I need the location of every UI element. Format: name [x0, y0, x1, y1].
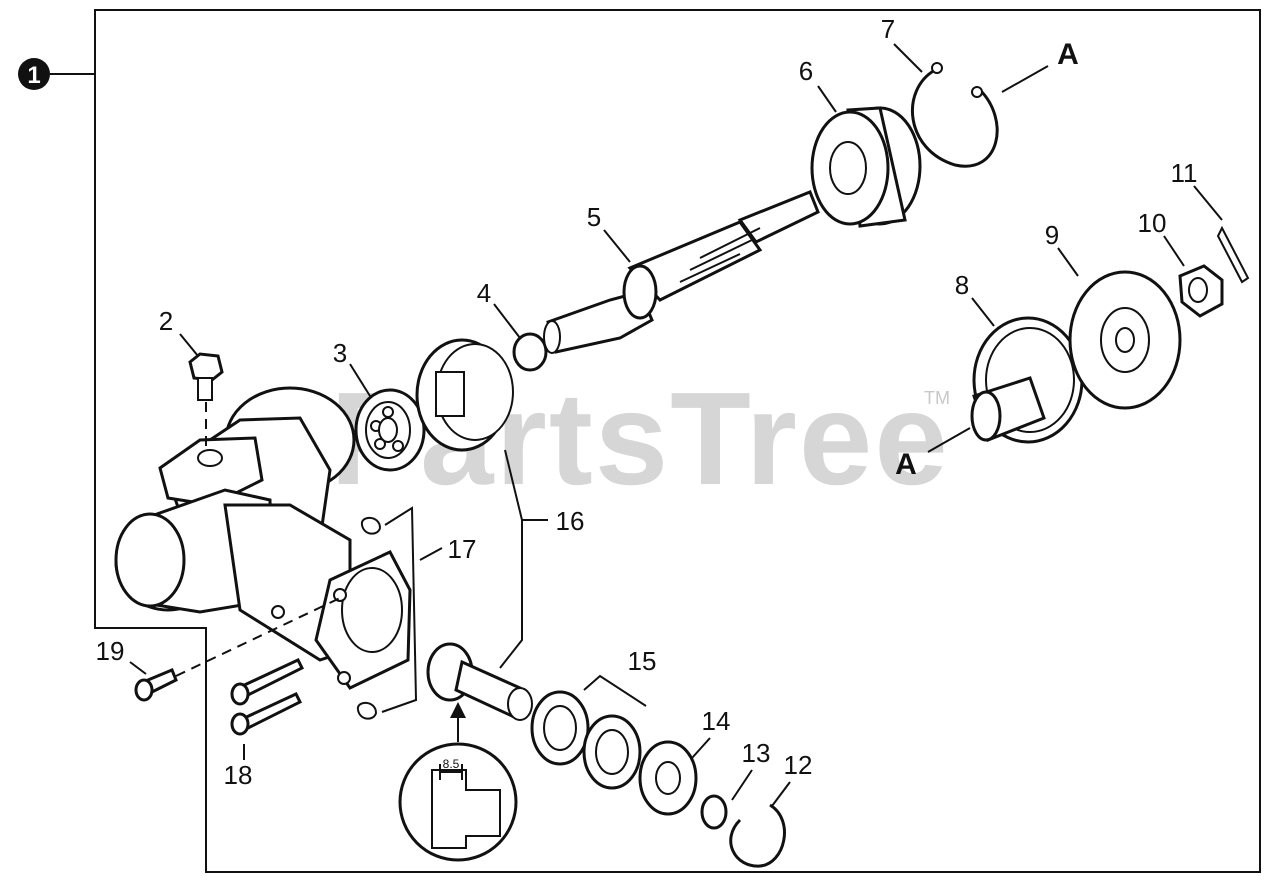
- leader-lines: [129, 43, 1223, 807]
- callout-14[interactable]: 14: [702, 706, 731, 736]
- callout-8[interactable]: 8: [955, 270, 969, 300]
- ring-part-13: [700, 794, 728, 830]
- callout-11[interactable]: 11: [1171, 158, 1198, 188]
- assembly-frame: [94, 9, 1261, 873]
- bolt-part-19: [134, 668, 178, 702]
- callout-3[interactable]: 3: [333, 338, 347, 368]
- callout-12[interactable]: 12: [784, 750, 813, 780]
- callout-2[interactable]: 2: [159, 306, 173, 336]
- callout-17[interactable]: 17: [448, 534, 477, 564]
- bracket-17: [381, 506, 418, 713]
- watermark-trademark: TM: [924, 388, 950, 408]
- shaft-part-5: [543, 190, 820, 354]
- assembly-badge: [18, 58, 50, 90]
- callout-7[interactable]: 7: [881, 14, 895, 44]
- screws-part-18: [230, 658, 305, 736]
- circlip-part-12: [729, 803, 786, 868]
- callout-13[interactable]: 13: [742, 738, 771, 768]
- detail-inset: 8.5: [398, 742, 518, 862]
- bearing-part-6: [810, 106, 922, 228]
- washer-part-9: [1068, 270, 1182, 410]
- callout-16[interactable]: 16: [556, 506, 585, 536]
- snap-ring-part-4: [512, 332, 548, 372]
- callout-18[interactable]: 18: [224, 760, 253, 790]
- callout-10[interactable]: 10: [1138, 208, 1167, 238]
- callout-15[interactable]: 15: [628, 646, 657, 676]
- bearings-part-15: [530, 690, 642, 790]
- circlip-part-7: [911, 68, 999, 168]
- holder-part-8: [970, 316, 1084, 444]
- callout-9[interactable]: 9: [1045, 220, 1059, 250]
- bearing-part-14: [638, 740, 698, 816]
- callout-6[interactable]: 6: [799, 56, 813, 86]
- callout-19[interactable]: 19: [96, 636, 125, 666]
- bolt-19-axis: [175, 597, 341, 677]
- nut-part-10: [1178, 264, 1224, 318]
- reference-mark-a-bottom: A: [895, 448, 917, 481]
- gasket-part-17-bottom: [356, 701, 378, 720]
- callout-5[interactable]: 5: [587, 202, 601, 232]
- bolt-part-2: [188, 352, 224, 401]
- callout-4[interactable]: 4: [477, 278, 491, 308]
- pinion-part-16: [426, 642, 533, 721]
- detail-dimension: 8.5: [443, 757, 460, 771]
- assembly-badge-label: 1: [27, 62, 40, 89]
- gasket-part-17-top: [360, 516, 382, 535]
- bevel-gear-part-16: [415, 338, 514, 452]
- bearing-part-3: [354, 388, 426, 472]
- reference-mark-a-top: A: [1057, 38, 1079, 71]
- detail-arrow-head: [450, 702, 466, 718]
- cotter-pin-part-11: [1216, 225, 1250, 284]
- gear-case: [114, 386, 412, 690]
